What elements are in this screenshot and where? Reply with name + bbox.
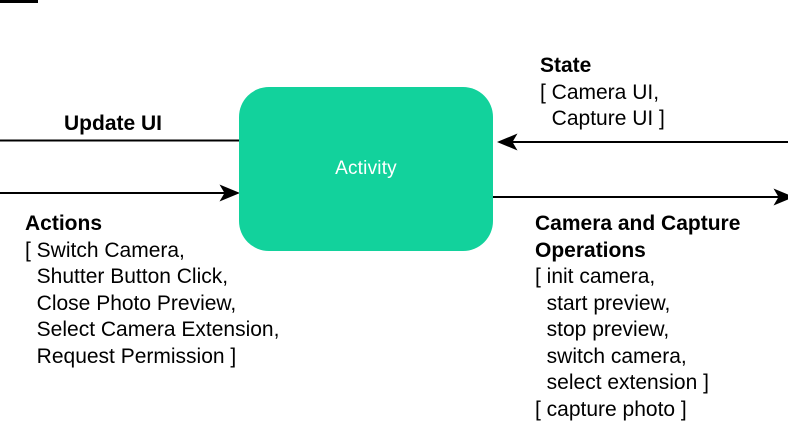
actions-block: Actions [ Switch Camera, Shutter Button … xyxy=(25,211,279,370)
update-ui-label: Update UI xyxy=(64,112,163,135)
activity-box-label: Activity xyxy=(335,158,397,179)
actions-list: [ Switch Camera, Shutter Button Click, C… xyxy=(25,238,280,368)
operations-arrowhead-icon xyxy=(773,188,788,206)
state-block: State [ Camera UI, Capture UI ] xyxy=(540,53,665,133)
operations-block: Camera and Capture Operations [ init cam… xyxy=(535,211,740,423)
state-arrowhead-icon xyxy=(497,133,518,151)
operations-list: [ init camera, start preview, stop previ… xyxy=(535,265,709,421)
actions-title: Actions xyxy=(25,212,103,235)
operations-title: Camera and Capture Operations xyxy=(535,212,741,262)
actions-arrowhead-icon xyxy=(219,184,240,202)
top-left-crop-bar xyxy=(0,0,38,3)
activity-box: Activity xyxy=(239,87,493,251)
state-list: [ Camera UI, Capture UI ] xyxy=(540,80,665,131)
state-title: State xyxy=(540,54,592,77)
